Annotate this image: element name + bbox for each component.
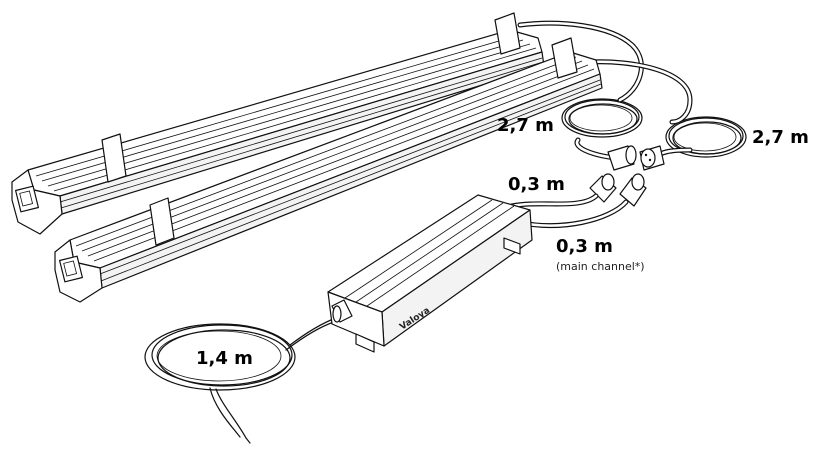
bar-cables <box>517 20 693 161</box>
led-light-bar-back-icon <box>11 12 545 235</box>
cable-length-label-mid: 2,7 m <box>497 115 554 136</box>
led-driver-icon: Valoya <box>327 194 533 353</box>
connector-lower-left-icon <box>589 173 617 203</box>
connector-upper-left-icon <box>607 145 637 171</box>
led-light-bar-front-icon <box>54 37 603 303</box>
cable-coil-right-icon <box>665 116 747 158</box>
cable-length-label-right: 2,7 m <box>752 127 809 148</box>
connector-lower-right-icon <box>619 173 647 207</box>
cable-length-label-short-lower: 0,3 m <box>556 236 613 257</box>
driver-cables <box>509 193 629 229</box>
cable-coil-mid-icon <box>561 98 643 138</box>
power-cable-coil-icon <box>144 317 337 444</box>
cable-length-label-short-upper: 0,3 m <box>508 174 565 195</box>
connector-upper-right-icon <box>639 145 665 171</box>
main-channel-note: (main channel*) <box>556 260 645 273</box>
power-cable-length-label: 1,4 m <box>196 348 253 369</box>
